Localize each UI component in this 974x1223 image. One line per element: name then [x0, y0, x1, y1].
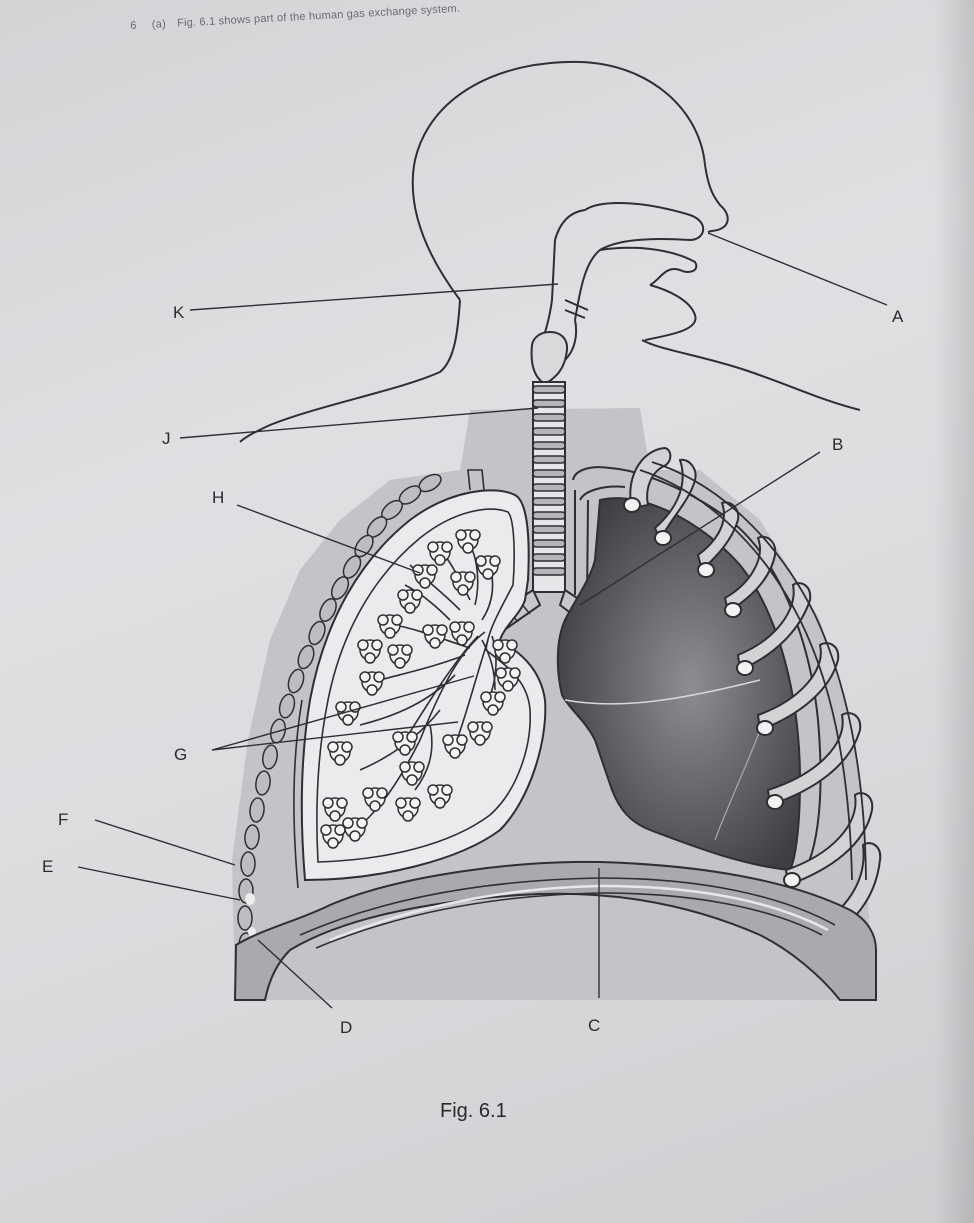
- nasal-oral-cavity: [536, 202, 705, 361]
- label-d: D: [340, 1018, 352, 1037]
- ribs-left: [237, 473, 442, 976]
- label-k: K: [173, 303, 185, 322]
- page-edge-shadow: [934, 0, 974, 1223]
- label-c: C: [588, 1016, 600, 1035]
- leader-line-j: [179, 407, 539, 439]
- leader-lines: [77, 232, 888, 1009]
- label-h: H: [212, 488, 224, 507]
- leader-line-d: [257, 939, 333, 1009]
- leader-line-f: [94, 819, 236, 866]
- rib-left-highlights: [245, 893, 256, 937]
- leader-line-b: [579, 451, 821, 606]
- larynx: [530, 330, 569, 386]
- label-b: B: [832, 435, 843, 454]
- leader-line-g1: [211, 675, 475, 751]
- chest-wall-right: [639, 461, 867, 881]
- label-e: E: [42, 857, 53, 876]
- alveoli: [320, 529, 521, 849]
- label-j: J: [162, 429, 171, 448]
- label-g: G: [174, 745, 187, 764]
- label-a: A: [892, 307, 904, 326]
- leader-line-g2: [211, 721, 459, 751]
- label-f: F: [58, 810, 68, 829]
- trachea: [532, 381, 566, 593]
- leader-line-e: [77, 866, 241, 901]
- figure-caption: Fig. 6.1: [440, 1100, 507, 1122]
- leader-line-k: [189, 283, 559, 311]
- lung-left: [293, 469, 547, 889]
- leader-line-h: [236, 504, 421, 574]
- leader-line-a: [707, 232, 888, 306]
